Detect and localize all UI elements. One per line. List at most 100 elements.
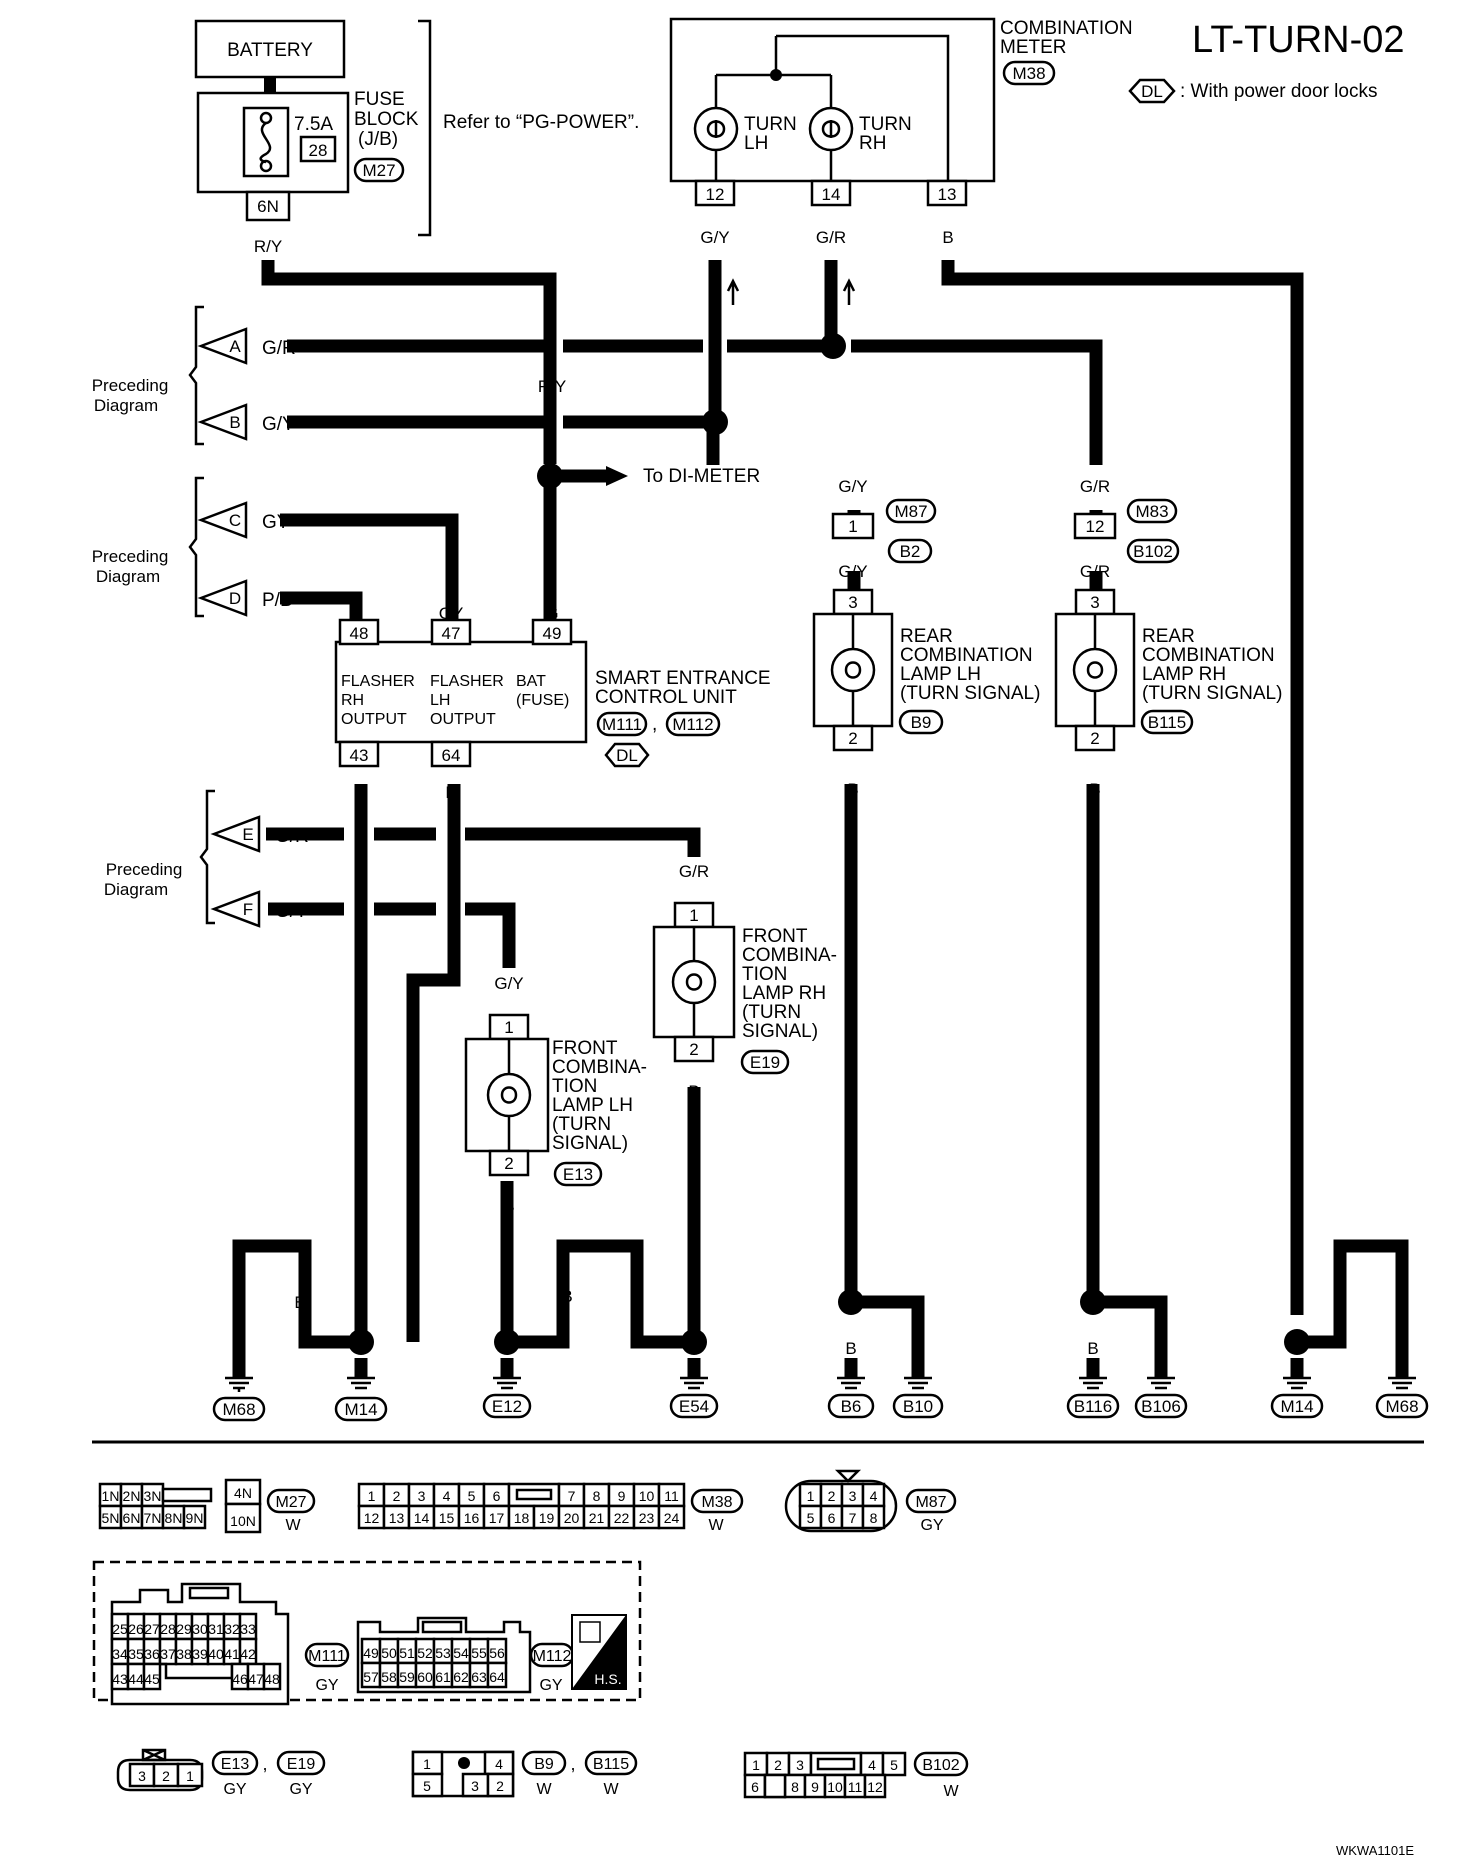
m111-pin: 46	[232, 1671, 248, 1687]
m38-pin: 9	[618, 1488, 626, 1504]
m111-pin: 47	[248, 1671, 264, 1687]
m112-pin: 63	[471, 1669, 487, 1685]
m112-pin: 61	[435, 1669, 451, 1685]
svg-text:G/Y: G/Y	[494, 974, 523, 993]
m38-color: W	[708, 1517, 724, 1534]
svg-text:B106: B106	[1141, 1397, 1181, 1416]
b115-id: B115	[593, 1756, 629, 1773]
svg-text:R/Y: R/Y	[254, 237, 282, 256]
m111-pin: 36	[144, 1646, 160, 1662]
svg-text:A: A	[229, 337, 241, 356]
svg-text:B: B	[631, 1287, 642, 1306]
svg-text:G/R: G/R	[275, 826, 309, 847]
svg-text:M68: M68	[222, 1400, 255, 1419]
svg-text:2: 2	[1090, 729, 1099, 748]
svg-text:B: B	[912, 1339, 923, 1358]
svg-text:B: B	[845, 1339, 856, 1358]
rear-combination-lamp-lh: 3 2 REAR COMBINATION LAMP LH (TURN SIGNA…	[812, 588, 1040, 752]
svg-text:B: B	[294, 1293, 305, 1312]
svg-text:1: 1	[848, 517, 857, 536]
svg-text:G/R: G/R	[1080, 562, 1110, 581]
m38-pin: 24	[664, 1510, 680, 1526]
m111-pin: 38	[176, 1646, 192, 1662]
svg-text:G/Y: G/Y	[275, 901, 308, 922]
m111-cell	[142, 1662, 162, 1691]
svg-text:(TURN: (TURN	[552, 1114, 611, 1135]
svg-text:TION: TION	[552, 1076, 597, 1097]
m27-id: M27	[275, 1494, 306, 1511]
m87-tag	[905, 1488, 957, 1514]
b102-pin: 4	[868, 1757, 876, 1773]
svg-text:G/Y: G/Y	[700, 228, 729, 247]
svg-text:M14: M14	[344, 1400, 377, 1419]
svg-text:M68: M68	[1385, 1397, 1418, 1416]
junction-dots	[348, 333, 1310, 1355]
svg-text:CONTROL UNIT: CONTROL UNIT	[595, 687, 737, 708]
m38-pin: 21	[589, 1510, 605, 1526]
svg-text:(J/B): (J/B)	[358, 129, 398, 150]
b102-tag	[913, 1751, 969, 1777]
b9b115-sep: ,	[570, 1754, 575, 1774]
m38-pin: 19	[539, 1510, 555, 1526]
rear-combination-lamp-rh: 3 2 REAR COMBINATION LAMP RH (TURN SIGNA…	[1054, 588, 1282, 752]
m87-id: M87	[915, 1494, 946, 1511]
svg-text:E13: E13	[563, 1165, 593, 1184]
svg-text:COMBINA-: COMBINA-	[742, 945, 837, 966]
m112-pin: 56	[489, 1645, 505, 1661]
b102-pin: 12	[867, 1779, 883, 1795]
svg-text:LH: LH	[744, 133, 768, 154]
m87-pin: 8	[870, 1510, 878, 1526]
svg-text:DL: DL	[616, 746, 638, 765]
svg-text:B: B	[688, 1287, 699, 1306]
m112-pin: 57	[363, 1669, 379, 1685]
m38-pin: 15	[439, 1510, 455, 1526]
svg-text:LH: LH	[430, 692, 450, 709]
svg-text:G: G	[543, 506, 556, 525]
joint-connector-lh: 1 M87 B2	[831, 498, 937, 564]
svg-text:BATTERY: BATTERY	[227, 40, 313, 61]
m27-pin: 6N	[123, 1510, 141, 1526]
svg-text:M112: M112	[672, 715, 713, 734]
svg-text:49: 49	[543, 624, 562, 643]
svg-text:GY: GY	[439, 604, 464, 623]
m38-pin: 23	[639, 1510, 655, 1526]
svg-text:OUTPUT: OUTPUT	[341, 711, 407, 728]
e19-color: GY	[289, 1781, 312, 1798]
e13e19-pin: 2	[162, 1768, 170, 1784]
m27-tag	[266, 1488, 316, 1514]
svg-text:B: B	[407, 1293, 418, 1312]
svg-text:G/R: G/R	[262, 338, 296, 359]
m111-pin: 44	[128, 1671, 144, 1687]
m38-pin: 11	[664, 1488, 679, 1504]
m38-pin: 13	[389, 1510, 405, 1526]
svg-text:B116: B116	[1074, 1397, 1112, 1416]
b9-pin: 3	[471, 1778, 479, 1794]
b102-id: B102	[922, 1757, 959, 1774]
svg-text:B115: B115	[1148, 713, 1186, 732]
svg-text:7.5A: 7.5A	[294, 114, 333, 135]
legend-text: : With power door locks	[1180, 81, 1377, 102]
svg-text:B9: B9	[911, 713, 932, 732]
m87-pin: 4	[870, 1488, 878, 1504]
m38-id: M38	[701, 1494, 732, 1511]
m111-pin: 43	[112, 1671, 128, 1687]
svg-text:B: B	[1087, 1339, 1098, 1358]
to-di-meter: To DI-METER	[643, 466, 760, 487]
m87-pin: 2	[828, 1488, 836, 1504]
svg-text:14: 14	[822, 185, 841, 204]
b9-id: B9	[534, 1756, 554, 1773]
m38-pin: 22	[614, 1510, 630, 1526]
svg-text:B10: B10	[903, 1397, 933, 1416]
svg-text:28: 28	[309, 141, 328, 160]
battery: BATTERY	[194, 19, 346, 79]
svg-text:FLASHER: FLASHER	[430, 673, 504, 690]
e13e19-pin: 3	[138, 1768, 146, 1784]
svg-text:C: C	[229, 511, 241, 530]
svg-text:64: 64	[442, 746, 461, 765]
m27-pin: 5N	[102, 1510, 120, 1526]
m27-pin: 8N	[165, 1510, 183, 1526]
wires	[232, 260, 1409, 1378]
m38-pin: 7	[568, 1488, 576, 1504]
svg-text:D: D	[229, 589, 241, 608]
